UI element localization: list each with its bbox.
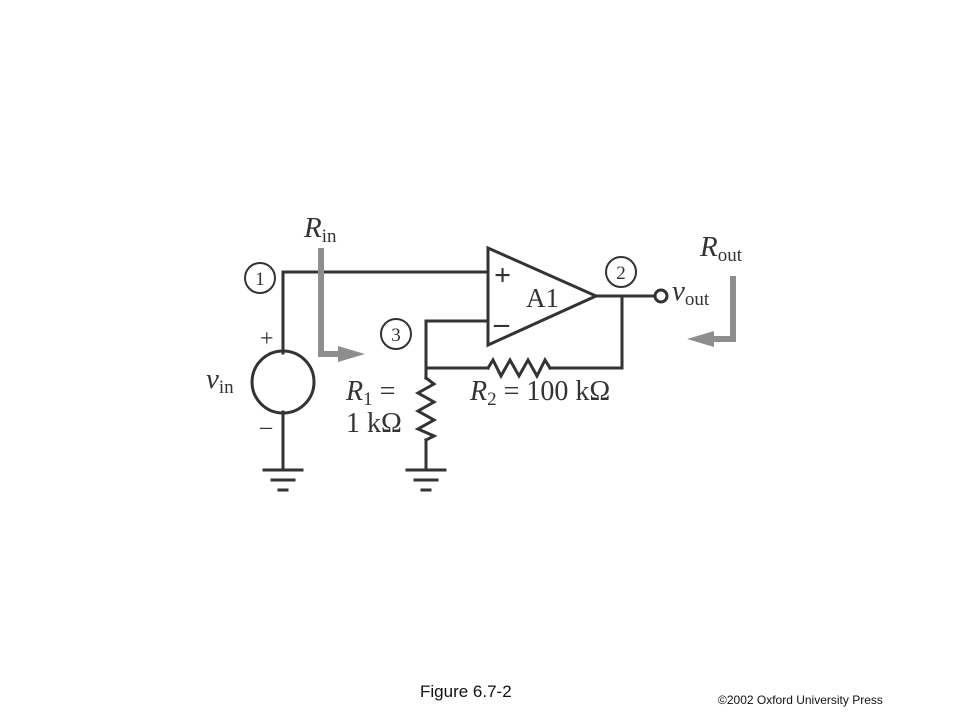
output-terminal bbox=[653, 288, 669, 304]
resistor-r2 bbox=[485, 356, 553, 380]
node-marker-1: 1 bbox=[244, 262, 276, 294]
opamp-minus-sign: – bbox=[493, 307, 510, 340]
r1-zigzag bbox=[414, 375, 438, 443]
node-marker-2: 2 bbox=[605, 256, 637, 288]
node-label-1: 1 bbox=[255, 269, 265, 290]
figure-caption: Figure 6.7-2 bbox=[420, 682, 512, 701]
source-circle bbox=[250, 349, 316, 415]
rin-arrow-line bbox=[318, 248, 340, 357]
node-label-3: 3 bbox=[391, 325, 401, 346]
ground-source bbox=[262, 468, 304, 492]
opamp-plus-sign: + bbox=[494, 259, 511, 292]
voltage-source: + – vin bbox=[206, 326, 316, 440]
r2-zigzag bbox=[485, 356, 553, 380]
rin-arrowhead bbox=[338, 346, 365, 362]
copyright-credit: ©2002 Oxford University Press bbox=[718, 693, 883, 707]
ground-r1 bbox=[405, 468, 447, 492]
wire-input-line bbox=[281, 270, 490, 275]
opamp-label: A1 bbox=[526, 283, 559, 313]
node-label-2: 2 bbox=[616, 263, 626, 284]
wire-inverting-input bbox=[424, 319, 490, 370]
rin-label: Rin bbox=[303, 212, 337, 247]
rin-arrow bbox=[318, 248, 365, 362]
source-minus-sign: – bbox=[259, 414, 273, 440]
rout-arrowhead bbox=[687, 331, 714, 347]
opamp-a1: A1 + – bbox=[486, 245, 600, 348]
source-plus-sign: + bbox=[260, 326, 274, 352]
opamp-triangle bbox=[486, 245, 600, 348]
source-label: vin bbox=[206, 363, 234, 398]
r1-value: 1 kΩ bbox=[346, 408, 402, 439]
vout-label: vout bbox=[672, 275, 710, 310]
rout-arrow-line bbox=[712, 276, 736, 342]
wire-feedback-right bbox=[548, 294, 624, 370]
rout-arrow bbox=[687, 276, 736, 347]
r1-label: R1 = bbox=[345, 376, 395, 410]
rout-label: Rout bbox=[699, 231, 743, 266]
wires bbox=[281, 270, 657, 472]
r2-label: R2 = 100 kΩ bbox=[469, 376, 610, 410]
node-marker-3: 3 bbox=[380, 318, 412, 350]
resistor-r1 bbox=[414, 375, 438, 443]
